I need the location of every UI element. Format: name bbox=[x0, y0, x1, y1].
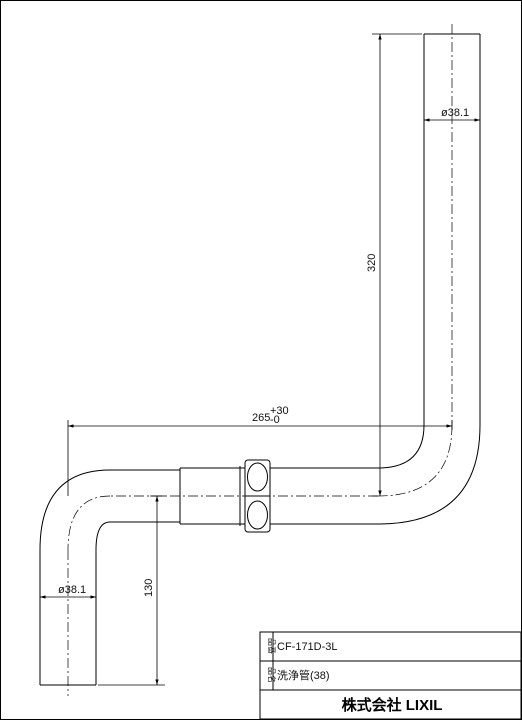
dimension-265-tol-upper: +30 bbox=[270, 405, 289, 417]
dimension-320 bbox=[372, 33, 422, 497]
part-name-label: 品名 bbox=[267, 667, 277, 683]
title-block bbox=[259, 631, 522, 720]
dimension-dia-top-label: ø38.1 bbox=[441, 107, 469, 119]
dimension-130-label: 130 bbox=[143, 579, 155, 597]
pipe-centerline bbox=[67, 24, 453, 696]
dimension-320-label: 320 bbox=[366, 254, 378, 272]
pipe-outline bbox=[39, 33, 481, 686]
dimension-265-tol-lower: -0 bbox=[270, 414, 280, 426]
part-no-label: 品番 bbox=[267, 638, 277, 654]
dimension-265-label: 265 bbox=[252, 412, 270, 424]
part-name-value: 洗浄管(38) bbox=[277, 668, 330, 682]
dimension-dia-bottom-label: ø38.1 bbox=[58, 584, 86, 596]
company-name: 株式会社 LIXIL bbox=[342, 696, 443, 714]
dimension-265 bbox=[67, 420, 453, 496]
part-no-value: CF-171D-3L bbox=[277, 641, 338, 653]
dimension-130 bbox=[98, 495, 165, 686]
